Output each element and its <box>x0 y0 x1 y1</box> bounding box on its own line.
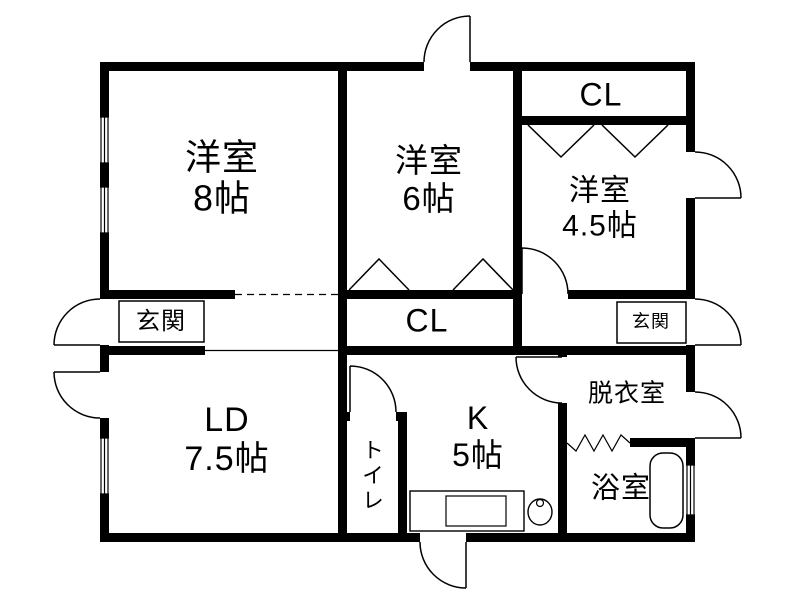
wall-kitchen-right <box>558 346 567 542</box>
closet-top-label: CL <box>579 76 623 113</box>
window-bedroom8-lower <box>99 186 110 234</box>
closet-door-fold-top-1 <box>527 124 595 159</box>
room-living-dining-label: LD 7.5帖 <box>184 401 269 479</box>
closet-doors <box>348 124 669 453</box>
door-arc-entrance-right <box>685 298 742 346</box>
door-arc-dressing-inner <box>515 356 568 404</box>
room-name: K <box>466 400 490 437</box>
basin-faucet <box>535 498 545 508</box>
opening-bedroom8 <box>235 289 338 300</box>
genkan-left-label: 玄関 <box>136 308 186 336</box>
windows <box>99 116 696 516</box>
door-arc-dressing-right <box>685 391 742 439</box>
bathtub <box>649 452 684 529</box>
bathroom-label: 浴室 <box>590 472 652 505</box>
window-bath <box>685 464 696 516</box>
closet-door-fold-top-2 <box>601 124 669 159</box>
wall-upper-rooms-bottom <box>100 290 695 299</box>
wall-center-vertical <box>338 62 347 542</box>
doors <box>53 15 742 589</box>
room-name: 洋室 <box>569 174 631 208</box>
closet-door-fold-middle-1 <box>348 257 410 291</box>
wall-bedroom6-right <box>513 62 522 355</box>
basin-fixture <box>527 498 553 526</box>
wall-outer-top <box>100 62 695 71</box>
room-size: 8帖 <box>192 178 252 219</box>
room-name: 洋室 <box>395 142 463 180</box>
genkan-left-box <box>118 300 205 343</box>
room-bedroom45-label: 洋室 4.5帖 <box>562 175 638 244</box>
toilet-label: トイレ <box>359 438 384 514</box>
dressing-room-label: 脱衣室 <box>587 379 667 408</box>
room-bedroom8-label: 洋室 8帖 <box>185 137 259 220</box>
room-size: 6帖 <box>402 180 456 217</box>
wall-toilet-right <box>398 412 407 542</box>
door-arc-living-left <box>53 371 110 419</box>
room-size: 4.5帖 <box>562 209 638 242</box>
window-living <box>99 437 110 495</box>
kitchen-sink <box>445 495 507 527</box>
room-name: 洋室 <box>184 136 260 178</box>
window-bedroom8-upper <box>99 116 110 164</box>
door-arc-toilet <box>349 365 397 422</box>
closet-middle-label: CL <box>405 302 449 339</box>
door-arc-balcony-top <box>423 15 471 72</box>
door-arc-bedroom45-right <box>685 151 742 199</box>
wall-bath-divider <box>630 438 695 447</box>
wall-closet-top-bottom <box>513 116 695 125</box>
door-arc-kitchen-back <box>419 532 467 589</box>
room-name: LD <box>204 400 250 439</box>
room-bedroom6-label: 洋室 6帖 <box>395 142 463 218</box>
room-kitchen-label: K 5帖 <box>452 400 504 474</box>
room-size: 7.5帖 <box>184 440 270 478</box>
room-size: 5帖 <box>452 437 504 473</box>
closet-door-fold-middle-2 <box>452 257 514 291</box>
door-arc-bedroom45-inner <box>521 247 569 300</box>
wall-hall-bottom <box>100 346 695 355</box>
bath-folding-door <box>566 433 631 453</box>
genkan-right-box <box>616 301 687 344</box>
genkan-right-label: 玄関 <box>632 311 670 332</box>
opening-genkan-living <box>205 345 338 356</box>
kitchen-counter <box>409 490 525 532</box>
door-arc-entrance-left <box>53 298 110 346</box>
fixtures <box>118 300 687 532</box>
openings <box>205 289 338 356</box>
wall-outer-bottom <box>100 533 695 542</box>
